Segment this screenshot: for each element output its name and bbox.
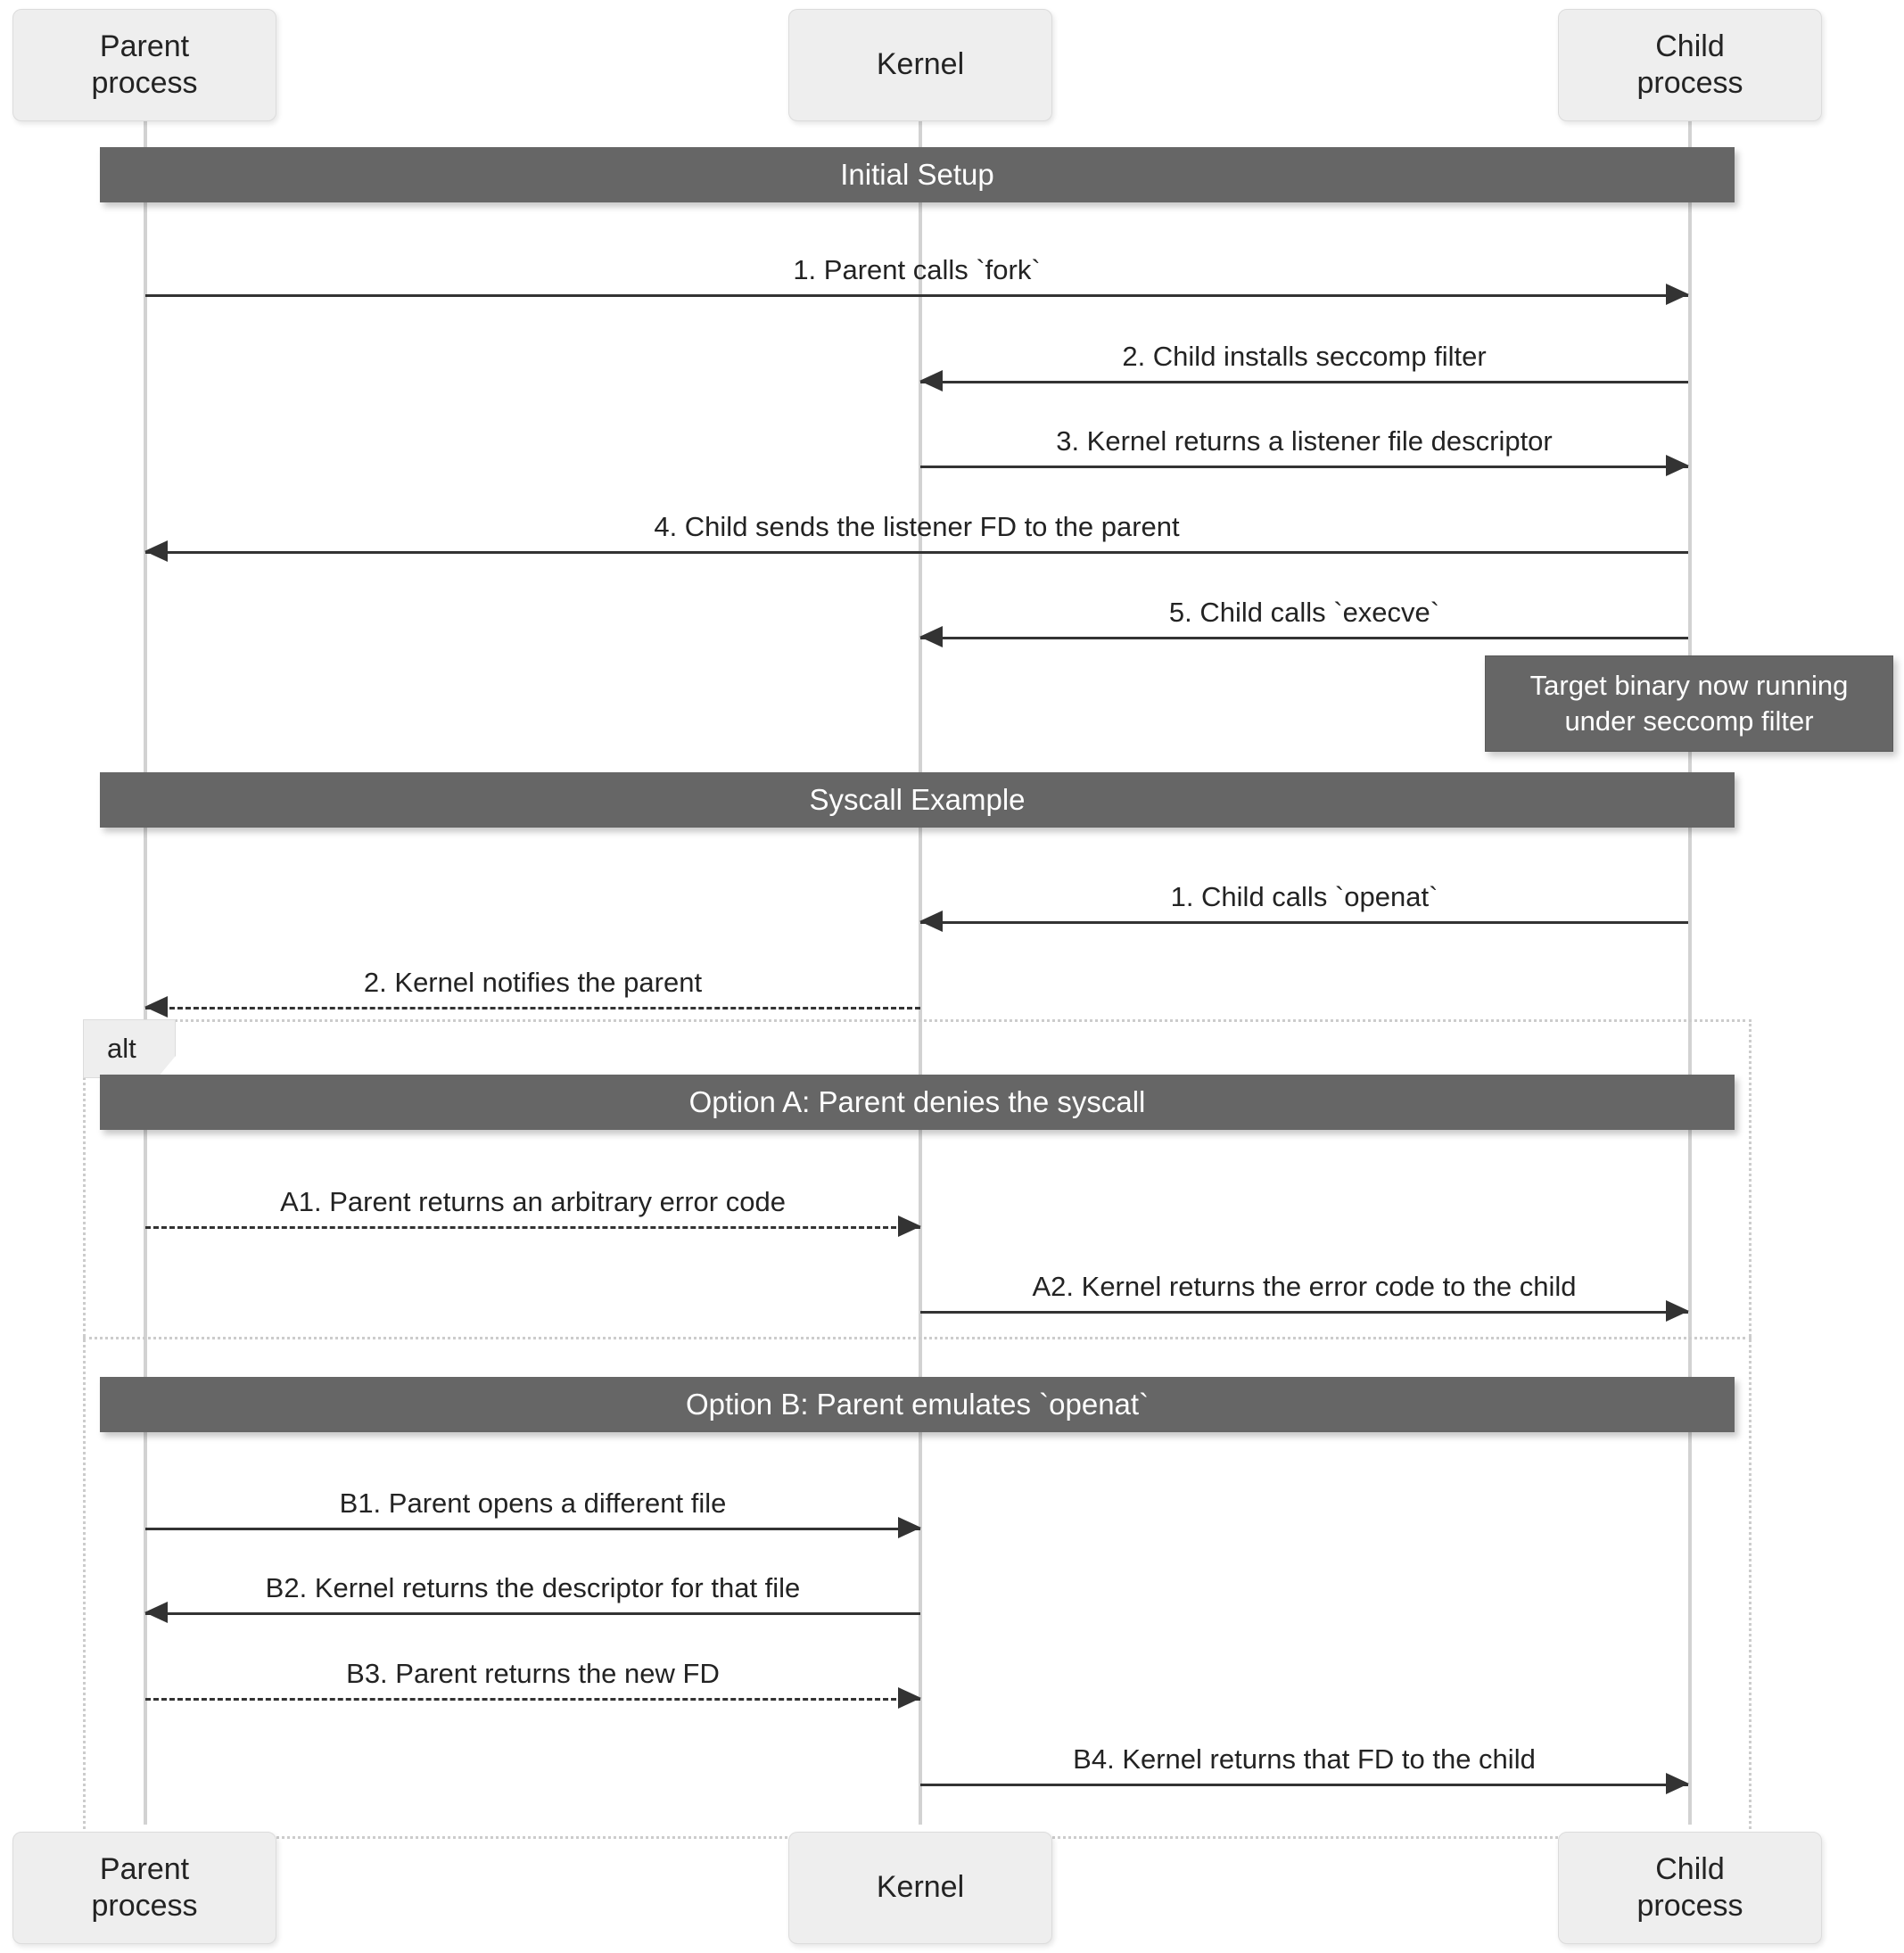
message-6-arrowhead xyxy=(919,911,943,932)
message-3-arrowhead xyxy=(1666,455,1689,476)
message-b4-label: B4. Kernel returns that FD to the child xyxy=(1073,1743,1536,1775)
message-5-arrowhead xyxy=(919,626,943,647)
message-6-label: 1. Child calls `openat` xyxy=(1170,881,1438,912)
message-6-line xyxy=(920,921,1688,924)
section-bar-initial-setup: Initial Setup xyxy=(100,147,1735,202)
participant-child-top-label: Child process xyxy=(1636,29,1743,100)
message-7-line xyxy=(145,1007,920,1009)
message-2-label: 2. Child installs seccomp filter xyxy=(1122,341,1487,372)
message-1-line xyxy=(145,294,1688,297)
section-bar-option-b: Option B: Parent emulates `openat` xyxy=(100,1377,1735,1432)
message-1-label: 1. Parent calls `fork` xyxy=(793,254,1041,285)
section-title-initial-setup: Initial Setup xyxy=(840,158,994,191)
message-b2-line xyxy=(145,1612,920,1615)
section-title-option-a: Option A: Parent denies the syscall xyxy=(688,1085,1146,1118)
message-5-label: 5. Child calls `execve` xyxy=(1168,597,1440,628)
message-3-line xyxy=(920,466,1688,468)
message-b4-arrowhead xyxy=(1666,1773,1689,1794)
message-a1-arrowhead xyxy=(898,1215,921,1237)
lifeline-kernel xyxy=(919,112,922,1825)
participant-kernel-top[interactable]: Kernel xyxy=(788,9,1052,121)
lifeline-child xyxy=(1688,112,1692,1825)
message-a1-label: A1. Parent returns an arbitrary error co… xyxy=(280,1186,786,1217)
message-a2-label: A2. Kernel returns the error code to the… xyxy=(1032,1271,1577,1302)
participant-kernel-bottom[interactable]: Kernel xyxy=(788,1832,1052,1944)
participant-child-top[interactable]: Child process xyxy=(1558,9,1822,121)
message-b3-line xyxy=(145,1698,920,1701)
message-7-label: 2. Kernel notifies the parent xyxy=(363,967,703,998)
message-b3-label: B3. Parent returns the new FD xyxy=(346,1658,720,1689)
participant-parent-bottom[interactable]: Parent process xyxy=(12,1832,276,1944)
participant-child-bottom-label: Child process xyxy=(1636,1851,1743,1923)
section-title-syscall-example: Syscall Example xyxy=(809,783,1026,816)
message-4-line xyxy=(145,551,1688,554)
message-1-arrowhead xyxy=(1666,284,1689,305)
message-b2-label: B2. Kernel returns the descriptor for th… xyxy=(265,1572,801,1603)
message-a1-line xyxy=(145,1226,920,1229)
note-target-binary: Target binary now running under seccomp … xyxy=(1485,655,1893,752)
message-b1-label: B1. Parent opens a different file xyxy=(339,1487,727,1519)
participant-parent-top-label: Parent process xyxy=(91,29,198,100)
message-b4-line xyxy=(920,1784,1688,1786)
message-4-label: 4. Child sends the listener FD to the pa… xyxy=(654,511,1180,542)
message-b2-arrowhead xyxy=(144,1602,168,1623)
message-a2-line xyxy=(920,1311,1688,1314)
alt-fragment-label: alt xyxy=(83,1019,176,1078)
participant-parent-top[interactable]: Parent process xyxy=(12,9,276,121)
message-2-line xyxy=(920,381,1688,383)
section-bar-syscall-example: Syscall Example xyxy=(100,772,1735,828)
message-2-arrowhead xyxy=(919,370,943,391)
message-b3-arrowhead xyxy=(898,1687,921,1709)
participant-child-bottom[interactable]: Child process xyxy=(1558,1832,1822,1944)
message-b1-line xyxy=(145,1528,920,1530)
participant-kernel-top-label: Kernel xyxy=(876,47,965,82)
message-5-line xyxy=(920,637,1688,639)
message-3-label: 3. Kernel returns a listener file descri… xyxy=(1056,425,1553,457)
message-b1-arrowhead xyxy=(898,1517,921,1538)
message-4-arrowhead xyxy=(144,540,168,562)
message-a2-arrowhead xyxy=(1666,1300,1689,1322)
section-bar-option-a: Option A: Parent denies the syscall xyxy=(100,1075,1735,1130)
lifeline-parent xyxy=(144,112,147,1825)
message-7-arrowhead xyxy=(144,996,168,1018)
participant-kernel-bottom-label: Kernel xyxy=(876,1870,965,1905)
alt-fragment-divider xyxy=(83,1337,1752,1339)
alt-fragment-label-text: alt xyxy=(107,1033,136,1064)
section-title-option-b: Option B: Parent emulates `openat` xyxy=(685,1388,1150,1421)
note-target-binary-text: Target binary now running under seccomp … xyxy=(1529,670,1849,737)
participant-parent-bottom-label: Parent process xyxy=(91,1851,198,1923)
